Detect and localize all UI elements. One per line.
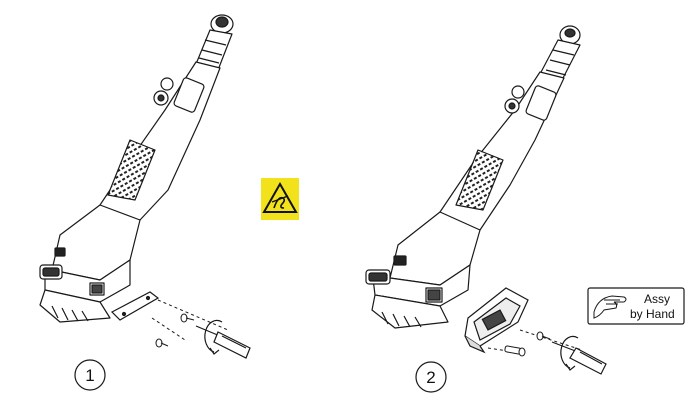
- step-2-screwdriver: [551, 335, 607, 375]
- step-1-marker: 1: [74, 359, 106, 391]
- step-2-number: 2: [426, 368, 435, 387]
- bottom-terminals: [39, 289, 111, 323]
- control-panel: [173, 77, 205, 113]
- step-2-marker: 2: [415, 361, 447, 393]
- step-1-screws: [151, 299, 229, 348]
- hand-icon: [593, 295, 627, 319]
- step-2-screws: [487, 329, 583, 357]
- rotation-arrow: [204, 319, 223, 353]
- esd-warning-icon: [261, 178, 299, 220]
- control-button: [160, 77, 174, 91]
- step-2-tool-illustration: [365, 25, 581, 329]
- step-1-screwdriver: [195, 319, 251, 359]
- step-1-tool-illustration: [39, 14, 234, 323]
- assy-by-hand-badge: Assy by Hand: [587, 287, 685, 325]
- step-2-cover-module: [464, 287, 529, 354]
- step-1-number: 1: [85, 366, 94, 385]
- assy-label-line2: by Hand: [630, 307, 675, 321]
- step-1-cover-plate: [110, 291, 160, 321]
- vent-grille: [107, 139, 156, 201]
- assy-label-line1: Assy: [644, 292, 670, 306]
